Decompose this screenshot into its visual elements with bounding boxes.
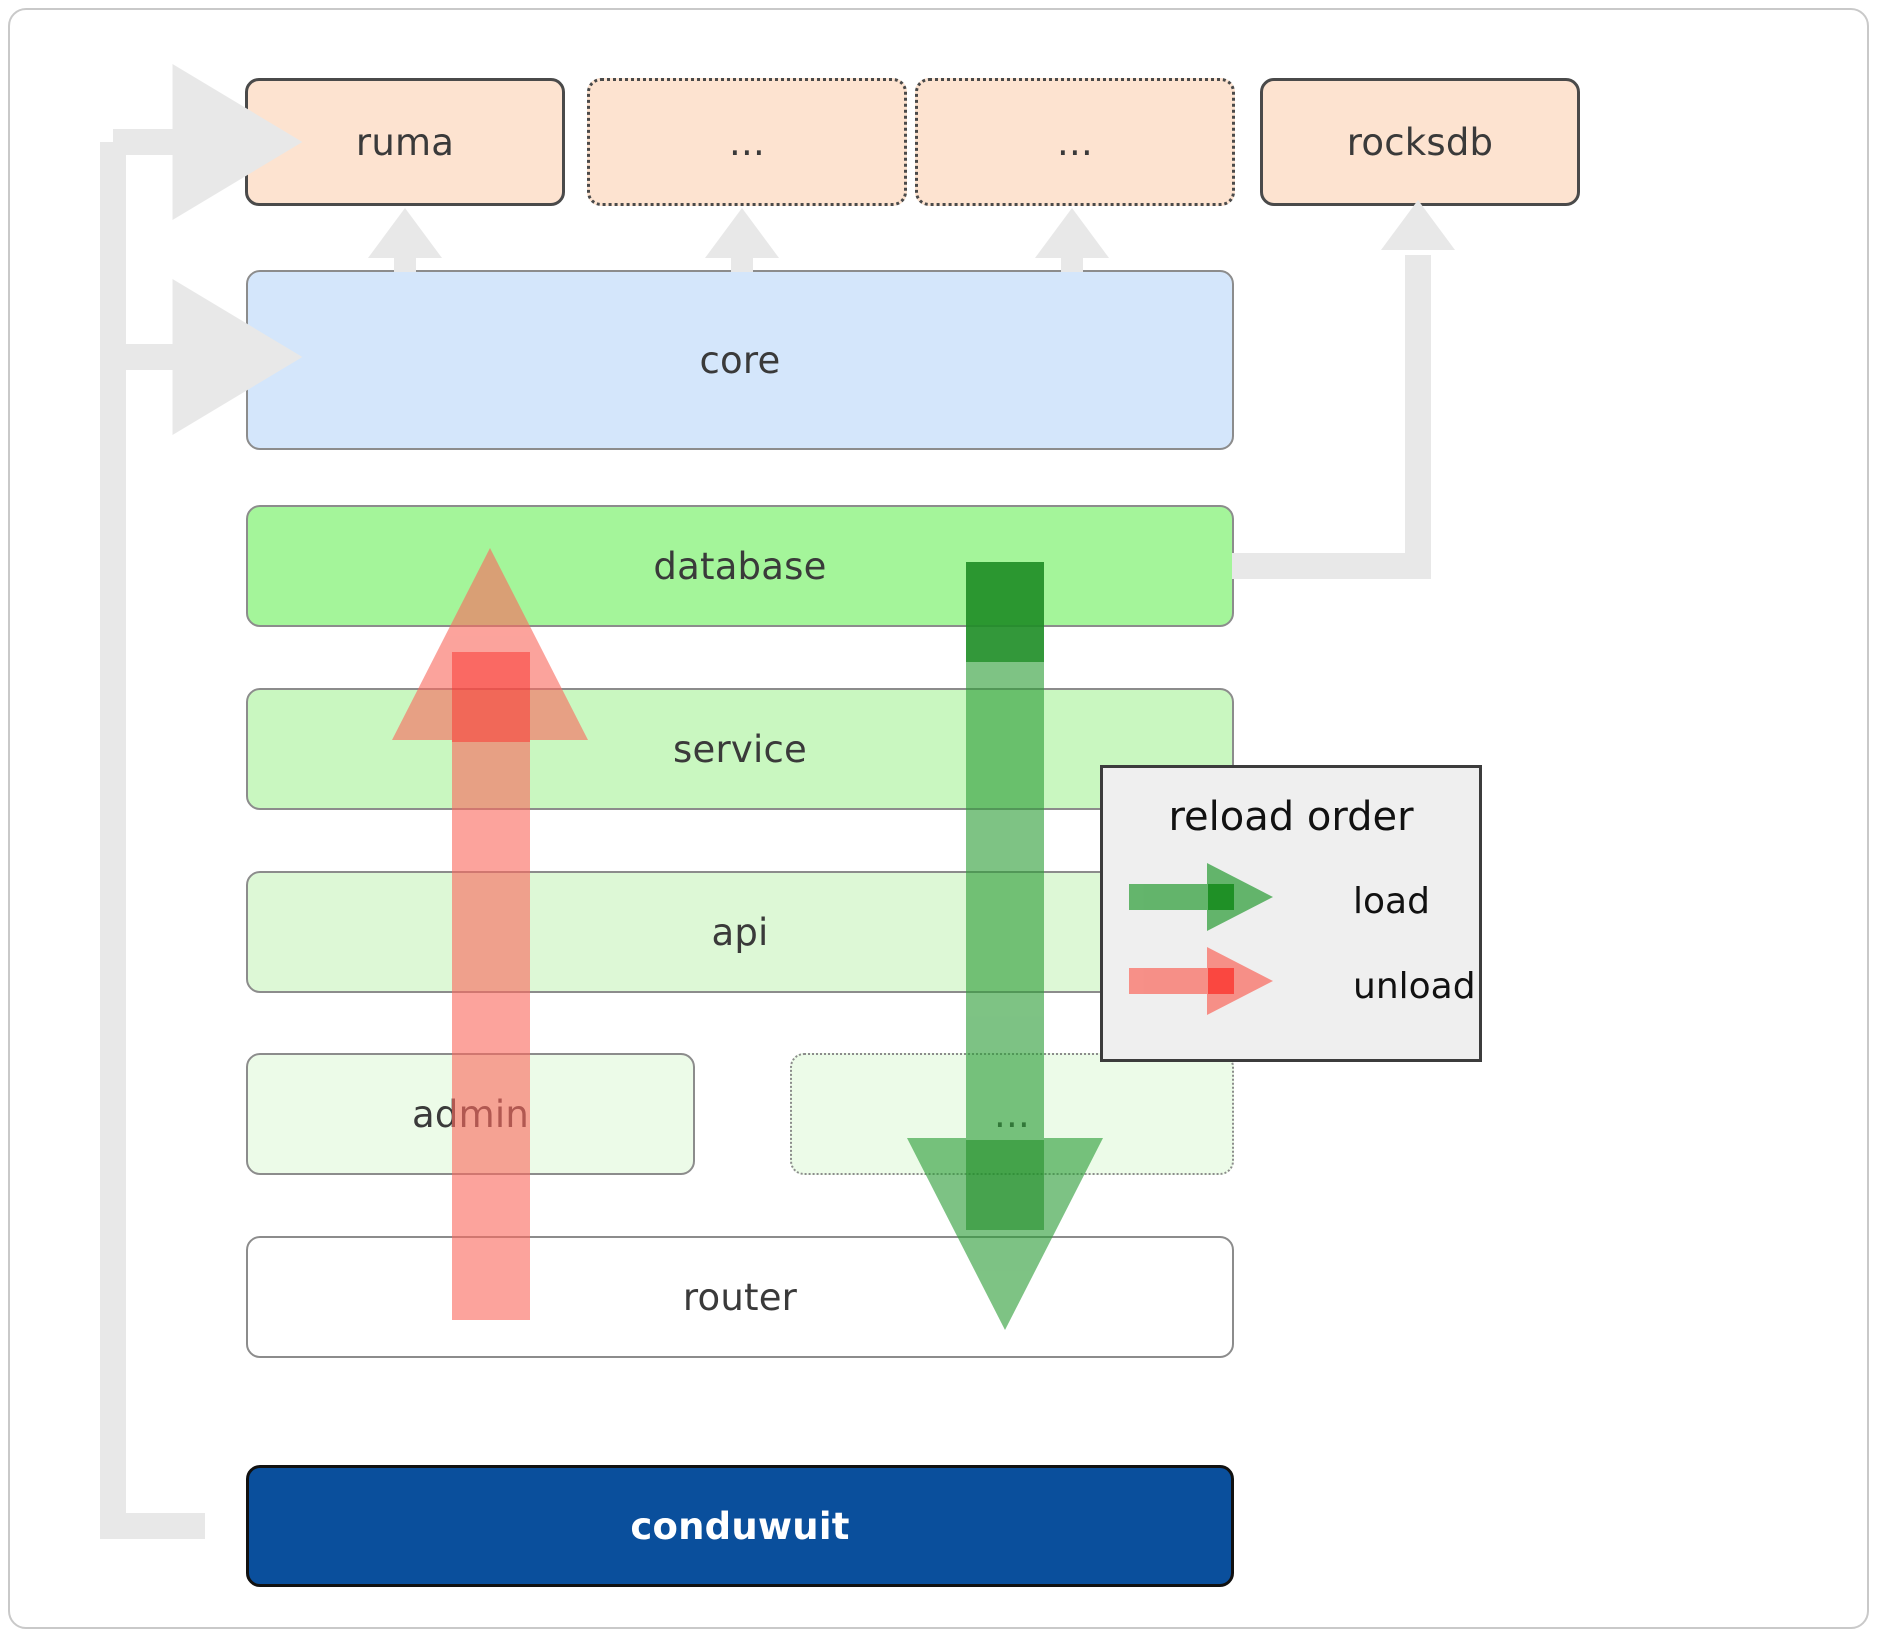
legend-load-swatch-overlap [1208, 884, 1234, 910]
legend-unload-swatch [1129, 947, 1273, 1015]
node-api[interactable]: api [246, 871, 1234, 993]
node-ellipsis-3-label: ... [994, 1092, 1030, 1136]
legend-arrow-swatches [1129, 863, 1273, 1015]
node-ellipsis-3[interactable]: ... [790, 1053, 1234, 1175]
legend-panel: reload order load unload [1100, 765, 1482, 1062]
node-conduwuit-label: conduwuit [630, 1504, 850, 1548]
node-rocksdb[interactable]: rocksdb [1260, 78, 1580, 206]
node-ellipsis-1[interactable]: ... [587, 78, 907, 206]
node-database[interactable]: database [246, 505, 1234, 627]
legend-load-swatch [1129, 863, 1273, 931]
node-router[interactable]: router [246, 1236, 1234, 1358]
node-ruma[interactable]: ruma [245, 78, 565, 206]
diagram-card [8, 8, 1869, 1629]
node-admin[interactable]: admin [246, 1053, 695, 1175]
node-database-label: database [653, 544, 827, 588]
node-core-label: core [699, 338, 781, 382]
legend-label-load: load [1353, 881, 1430, 922]
legend-unload-swatch-overlap [1208, 968, 1234, 994]
node-service[interactable]: service [246, 688, 1234, 810]
node-admin-label: admin [412, 1092, 529, 1136]
node-api-label: api [711, 910, 769, 954]
node-conduwuit[interactable]: conduwuit [246, 1465, 1234, 1587]
node-ellipsis-2[interactable]: ... [915, 78, 1235, 206]
node-ellipsis-2-label: ... [1057, 120, 1093, 164]
legend-label-unload: unload [1353, 966, 1476, 1007]
node-rocksdb-label: rocksdb [1346, 120, 1494, 164]
node-router-label: router [682, 1275, 798, 1319]
node-service-label: service [673, 727, 807, 771]
node-ruma-label: ruma [355, 120, 455, 164]
node-ellipsis-1-label: ... [729, 120, 765, 164]
node-core[interactable]: core [246, 270, 1234, 450]
legend-title: reload order [1168, 794, 1414, 840]
